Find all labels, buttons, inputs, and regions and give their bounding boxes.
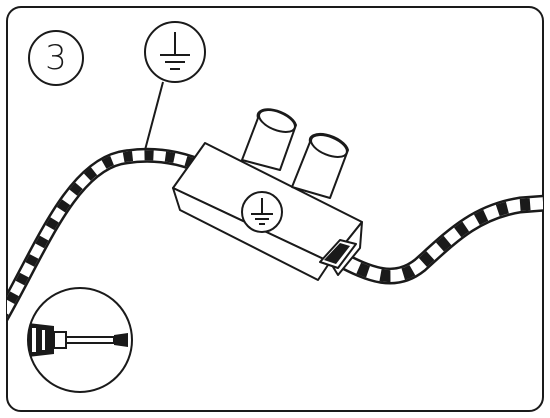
step-number-label: 3 bbox=[45, 38, 67, 78]
earth-ground-icon bbox=[144, 21, 206, 83]
earth-cable-right bbox=[334, 193, 543, 285]
earth-cable-left bbox=[7, 147, 209, 324]
screw-post-1 bbox=[241, 108, 297, 171]
screw-post-2 bbox=[291, 132, 349, 199]
terminal-block-icon bbox=[172, 108, 363, 281]
connector-ground-symbol-icon bbox=[241, 191, 283, 233]
screwdriver-inset bbox=[27, 287, 133, 393]
step-number-circle bbox=[28, 30, 84, 86]
callout-leader-line bbox=[144, 81, 164, 151]
